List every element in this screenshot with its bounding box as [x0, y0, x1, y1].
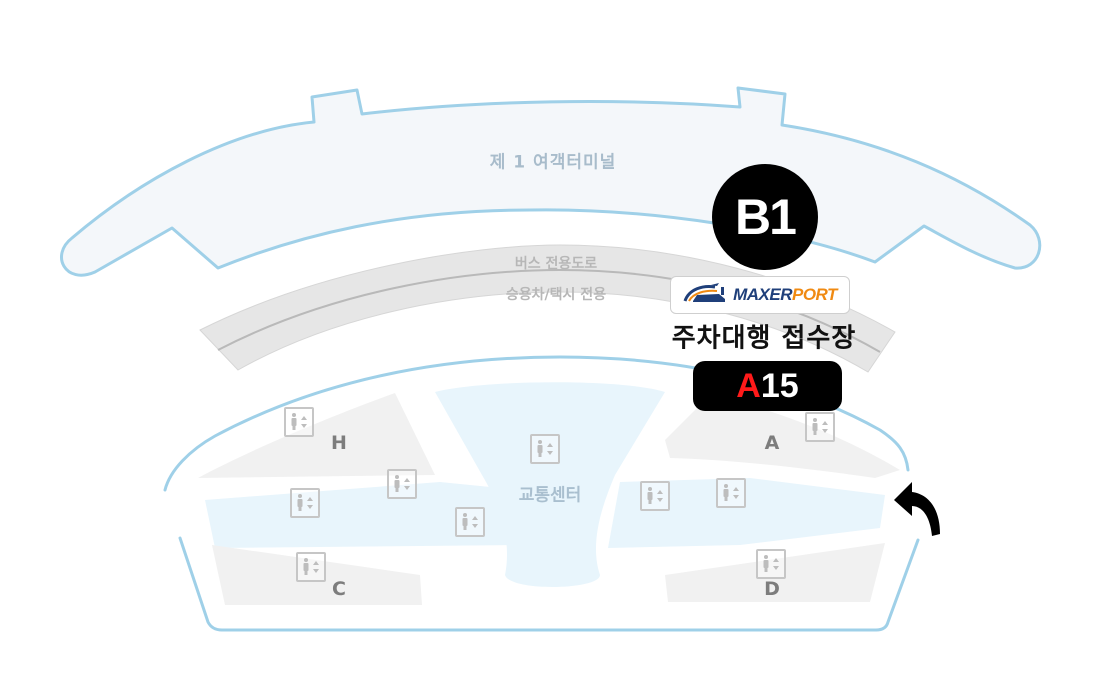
valet-reception-title: 주차대행 접수장	[671, 323, 857, 354]
elevator-icon	[284, 407, 314, 437]
corridor-left	[205, 482, 525, 548]
spot-letter: A	[736, 366, 761, 405]
transport-center-outline-bottom	[178, 536, 920, 632]
elevator-icon	[530, 434, 560, 464]
transport-center-label[interactable]: 교통센터	[518, 485, 582, 506]
zone-c-label[interactable]: C	[332, 578, 346, 600]
elevator-icon	[756, 549, 786, 579]
bus-lane-label: 버스 전용도로	[514, 256, 598, 272]
floor-badge-text: B1	[735, 189, 797, 245]
zone-a-area	[665, 395, 900, 478]
elevator-icon	[805, 412, 835, 442]
terminal-label: 제 1 여객터미널	[489, 152, 617, 173]
zone-d-label[interactable]: D	[764, 578, 780, 600]
elevator-icon	[640, 481, 670, 511]
car-plane-logo-icon	[683, 281, 729, 309]
turn-left-arrow-icon	[890, 480, 946, 540]
elevator-icon	[296, 552, 326, 582]
spot-number: 15	[760, 366, 799, 405]
elevator-icon	[290, 488, 320, 518]
car-taxi-lane-label: 승용차/택시 전용	[505, 287, 607, 303]
zone-a-label[interactable]: A	[764, 432, 780, 454]
zone-h-label[interactable]: H	[331, 432, 347, 454]
transport-center-outline	[163, 355, 910, 492]
transport-center-area	[435, 382, 665, 588]
logo-port-text: PORT	[791, 285, 837, 304]
zone-d-area	[665, 543, 885, 602]
corridor-right	[608, 478, 885, 548]
elevator-icon	[455, 507, 485, 537]
elevator-icon	[387, 469, 417, 499]
zone-c-area	[212, 545, 422, 605]
operator-logo: MAXERPORT	[670, 276, 850, 314]
logo-maxer-text: MAXER	[733, 285, 792, 304]
zone-h-area	[198, 393, 435, 478]
elevator-icon	[716, 478, 746, 508]
floor-badge: B1	[712, 164, 818, 270]
